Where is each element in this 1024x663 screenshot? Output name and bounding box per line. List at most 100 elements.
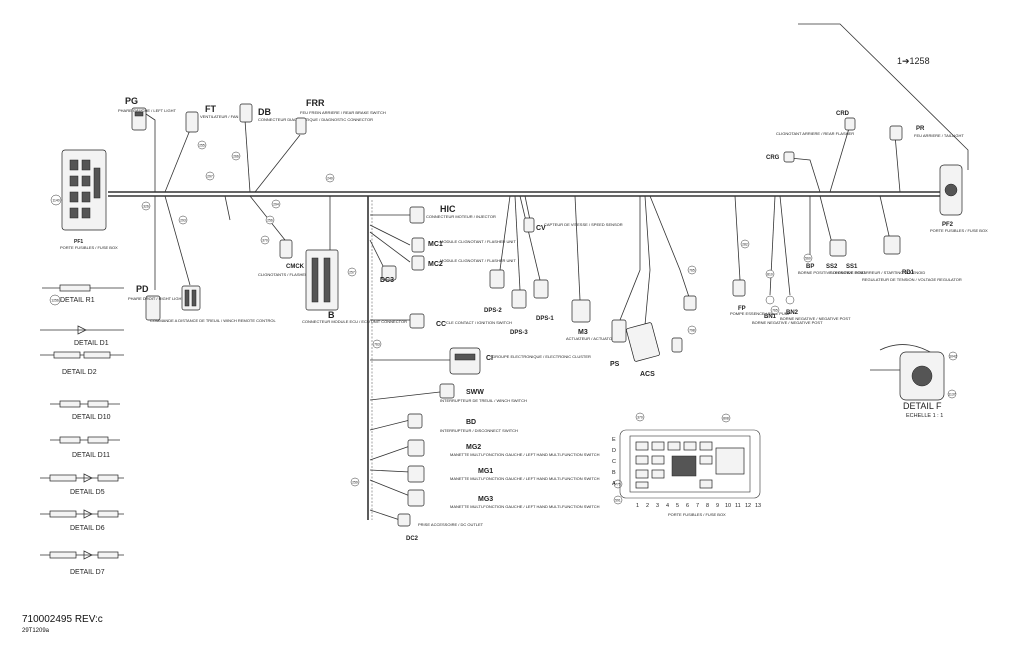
connector-cv [523,217,535,233]
detail-d2 [40,351,124,359]
svg-text:326: 326 [143,205,149,209]
svg-text:810: 810 [767,273,773,277]
svg-text:2: 2 [646,503,649,509]
svg-text:294: 294 [273,203,279,207]
code-hic: HIC [440,204,456,214]
code-mc1: MC1 [428,241,443,248]
svg-text:763: 763 [374,343,380,347]
branch-dps2 [499,195,511,271]
code-b: B [328,310,335,320]
desc-sww: INTERRUPTEUR DE TREUIL / WINCH SWITCH [440,398,527,403]
desc-mc2: MODULE CLIGNOTANT / FLASHER UNIT [440,258,516,263]
desc-mg2: MANETTE MULTI-FONCTION GAUCHE / LEFT HAN… [450,452,600,457]
branch-acs [644,195,651,326]
code-db: DB [258,107,271,117]
label-detail-d2: DETAIL D2 [62,369,97,376]
total-ref-label: 1➔1258 [897,56,930,66]
label-detail-d5: DETAIL D5 [70,489,105,496]
label-detail-d10: DETAIL D10 [72,414,111,421]
detail-d10 [50,400,120,408]
branch-bd [369,419,411,431]
connector-mc1 [411,237,425,253]
code-sww: SWW [466,389,484,396]
code-cc: CC [436,321,446,328]
desc-pr: FEU ARRIERE / TAILLIGHT [914,133,964,138]
fusebox-col-labels: 1 2 3 4 5 6 7 8 9 10 11 12 13 [636,503,761,509]
svg-text:266: 266 [233,155,239,159]
branch-rd1 [879,195,891,241]
code-dps2: DPS-2 [484,308,502,314]
detail-d1 [40,325,124,335]
svg-text:257: 257 [349,271,355,275]
branch-mg3 [369,479,411,497]
code-ci: CI [486,355,493,362]
connector-crd [844,117,856,131]
code-dc3: DC3 [380,277,394,284]
svg-text:12: 12 [745,503,751,509]
connector-mg1 [407,465,425,483]
svg-text:1: 1 [636,503,639,509]
svg-text:8: 8 [706,503,709,509]
code-acs: ACS [640,371,655,378]
label-detail-d7: DETAIL D7 [70,569,105,576]
branch-db [244,119,251,193]
connector-dps3 [511,289,527,309]
drawing-id: 29T1209a [22,628,50,634]
desc-db: CONNECTEUR DIAGNOSTIQUE / DIAGNOSTIC CON… [258,117,373,122]
svg-text:4: 4 [666,503,669,509]
branch-cv [524,195,531,221]
desc-cmde: COMMANDE A DISTANCE DE TREUIL / WINCH RE… [150,318,276,323]
connector-sww [439,383,455,399]
branch-post [224,195,231,221]
desc-pf2: PORTE FUSIBLES / FUSE BOX [930,228,988,233]
svg-text:297: 297 [207,175,213,179]
desc-bp: BORNE POSITIVE / POSITIVE POST [798,270,866,275]
svg-text:282: 282 [742,243,748,247]
svg-text:1042: 1042 [949,355,957,359]
connector-frr [295,117,307,135]
svg-text:808: 808 [723,417,729,421]
label-detail-d11: DETAIL D11 [72,452,110,459]
svg-text:560: 560 [805,257,811,261]
branch-pr [894,134,901,193]
desc-mg1: MANETTE MULTI-FONCTION GAUCHE / LEFT HAN… [450,476,600,481]
connector-dc2 [397,513,411,527]
desc-rd1: REGULATEUR DE TENSION / VOLTAGE REGULATO… [862,277,962,282]
svg-text:E: E [612,437,616,443]
desc-bn1: BORNE NEGATIVE / NEGATIVE POST [752,320,823,325]
fusebox-pf1 [61,149,107,231]
code-mg1: MG1 [478,468,493,475]
svg-text:591: 591 [615,499,621,503]
part-number: 710002495 REV:c [22,614,103,625]
desc-pf1: PORTE FUSIBLES / FUSE BOX [60,245,118,250]
desc-mg3: MANETTE MULTI-FONCTION GAUCHE / LEFT HAN… [450,504,600,509]
desc-ci: GROUPE ELECTRONIQUE / ELECTRONIC CLUSTER [492,354,591,359]
branch-m3 [574,195,581,301]
desc-bn2: BORNE NEGATIVE / NEGATIVE POST [780,316,851,321]
connector-ps [611,319,627,343]
code-m3: M3 [578,329,588,336]
code-dps3: DPS-3 [510,330,528,336]
detail-d7 [40,550,124,560]
code-pf2: PF2 [942,222,954,228]
svg-text:256: 256 [267,219,273,223]
branch-sww [369,391,441,401]
connector-dps2 [489,269,505,289]
branch-bn1 [769,195,776,296]
connector-misc-1 [683,295,697,311]
label-detail-f: DETAIL F [903,401,942,411]
svg-text:1137: 1137 [948,393,955,397]
desc-m3: ACTUATEUR / ACTUATOR [566,336,615,341]
code-mg2: MG2 [466,444,481,451]
terminal-bn1 [765,295,775,305]
branch-bn2 [779,195,791,296]
connector-cc [409,313,425,329]
svg-text:1140: 1140 [52,199,59,203]
desc-ss1: SOLENOIDE DEMARREUR / STARTING SOLENOID [830,270,925,275]
code-ss2: SS2 [826,264,838,270]
connector-bd [407,413,423,429]
svg-text:255: 255 [199,144,205,148]
branch-mg1 [369,469,411,473]
code-pf1: PF1 [74,239,83,245]
svg-text:9: 9 [716,503,719,509]
